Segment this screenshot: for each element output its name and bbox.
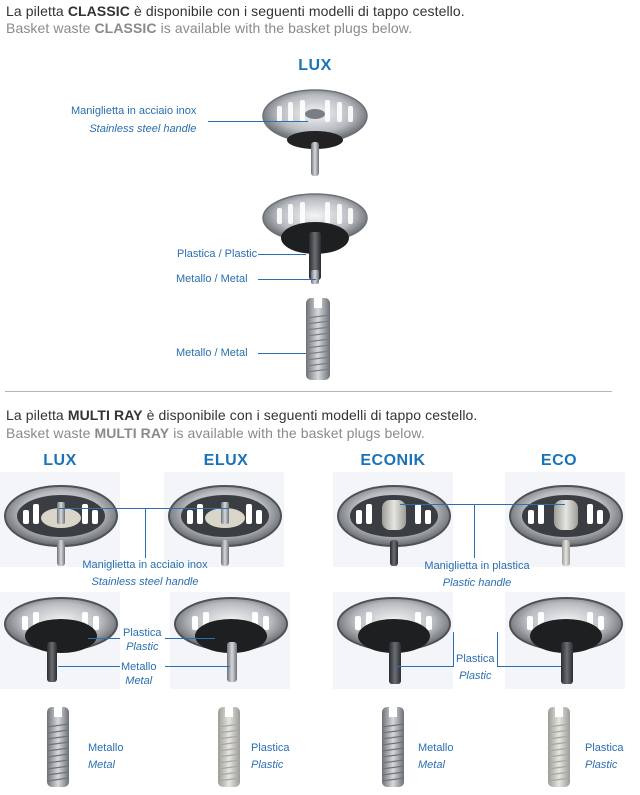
elux-screw-image [217, 707, 241, 787]
mid-metal-leader-left [58, 666, 120, 667]
classic-label-metal: Metallo / Metal [176, 273, 248, 285]
classic-screw-image [305, 298, 331, 380]
classic-label-metal-screw: Metallo / Metal [176, 347, 248, 359]
bottom-label-lux: Metallo Metal [88, 742, 124, 771]
classic-label-plastic: Plastica / Plastic [177, 248, 258, 260]
bottom-label-eco: Plastica Plastic [585, 742, 624, 771]
mid-plastic-leader-left [88, 638, 120, 639]
classic-intro-en: Basket waste CLASSIC is available with t… [6, 20, 413, 36]
multiray-label-mid-right-plastic: Plastica Plastic [456, 653, 495, 682]
multiray-intro-en: Basket waste MULTI RAY is available with… [6, 425, 425, 441]
plastic-handle-leader-h [400, 504, 565, 505]
lux-screw-image [46, 707, 70, 787]
multiray-model-econik: ECONIK [360, 452, 426, 469]
mid-right-leader-left [395, 666, 453, 667]
steel-handle-leader-h [59, 508, 229, 509]
mid-right-leader-right [497, 666, 561, 667]
multiray-intro-it: La piletta MULTI RAY è disponibile con i… [6, 407, 478, 423]
eco-basket-mid-image [509, 597, 623, 684]
eco-basket-top-image [509, 485, 623, 566]
section-divider [5, 391, 612, 392]
econik-basket-top-image [337, 485, 451, 566]
mid-plastic-leader-right [165, 638, 215, 639]
multiray-model-lux: LUX [43, 452, 77, 469]
mid-right-leader-v-left [453, 632, 454, 667]
classic-label-handle: Maniglietta in acciaio inox Stainless st… [71, 105, 197, 135]
classic-plastic-leader [258, 254, 306, 255]
multiray-label-mid-metal: Metallo Metal [121, 661, 157, 687]
econik-screw-image [381, 707, 405, 787]
lux-basket-top-image [4, 485, 118, 566]
elux-basket-top-image [168, 485, 282, 566]
steel-handle-leader-v [145, 508, 146, 558]
eco-screw-image [547, 707, 571, 787]
multiray-model-elux: ELUX [203, 452, 249, 469]
classic-metal-leader [258, 279, 316, 280]
multiray-label-mid-plastic: Plastica Plastic [123, 627, 162, 653]
mid-metal-leader-right [165, 666, 230, 667]
lux-basket-mid-image [4, 597, 118, 682]
classic-lux-basket-bottom-image [262, 193, 368, 284]
elux-basket-mid-image [174, 597, 288, 682]
bottom-label-econik: Metallo Metal [418, 742, 454, 771]
multiray-label-plastic-handle: Maniglietta in plastica Plastic handle [424, 560, 530, 589]
classic-handle-leader [208, 121, 308, 122]
bottom-label-elux: Plastica Plastic [251, 742, 290, 771]
econik-basket-mid-image [337, 597, 451, 684]
classic-screw-leader [258, 353, 306, 354]
classic-model-title: LUX [298, 57, 332, 74]
mid-right-leader-v-right [497, 632, 498, 667]
multiray-model-eco: ECO [540, 452, 578, 469]
classic-lux-basket-top-image [262, 89, 368, 176]
multiray-label-steel-handle: Maniglietta in acciaio inox Stainless st… [82, 559, 208, 588]
plastic-handle-leader-v [474, 504, 475, 558]
classic-intro-it: La piletta CLASSIC è disponibile con i s… [6, 3, 465, 19]
